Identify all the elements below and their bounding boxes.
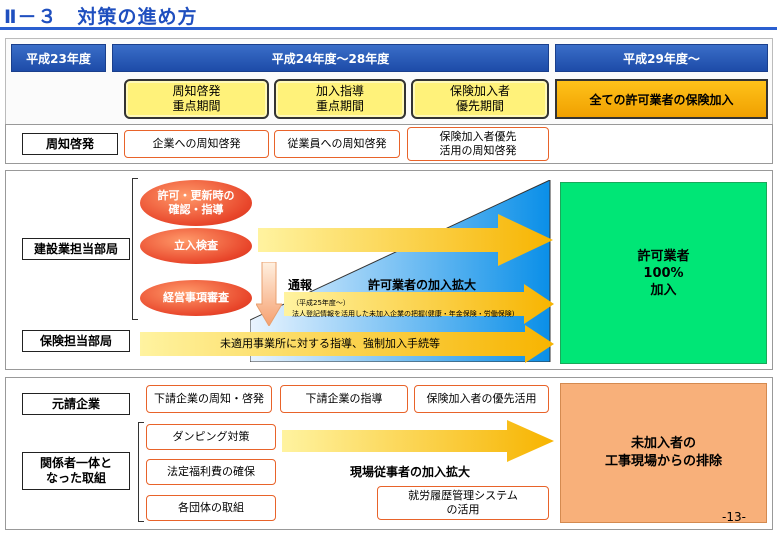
joint-bracket-line bbox=[138, 422, 144, 522]
arrow-inspection bbox=[258, 214, 553, 266]
notify-label: 通報 bbox=[288, 278, 313, 292]
green-line2: 100% bbox=[643, 265, 684, 281]
oval-management-review: 経営事項審査 bbox=[140, 280, 252, 316]
awareness-label: 周知啓発 bbox=[22, 133, 118, 155]
prime-item-priority: 保険加入者の優先活用 bbox=[414, 385, 549, 413]
awareness-item-employee: 従業員への周知啓発 bbox=[274, 130, 400, 158]
awareness-item-company: 企業への周知啓発 bbox=[124, 130, 269, 158]
construction-label: 建設業担当部局 bbox=[22, 238, 130, 260]
page-title: Ⅱ－３ 対策の進め方 bbox=[4, 6, 198, 28]
joint-label-line1: 関係者一体と bbox=[39, 456, 112, 470]
peach-line1: 未加入者の bbox=[630, 436, 696, 451]
prime-item-awareness: 下請企業の周知・啓発 bbox=[146, 385, 272, 413]
joint-item-groups: 各団体の取組 bbox=[146, 495, 276, 521]
registry-note-1: （平成25年度～） bbox=[292, 299, 350, 307]
result-exclusion: 未加入者の 工事現場からの排除 bbox=[560, 383, 767, 523]
goal-box: 全ての許可業者の保険加入 bbox=[555, 79, 768, 119]
awareness-line1: 保険加入者優先 bbox=[439, 130, 517, 143]
prime-item-guidance: 下請企業の指導 bbox=[280, 385, 408, 413]
insurance-label: 保険担当部局 bbox=[22, 330, 130, 352]
expansion-wedge bbox=[250, 180, 551, 362]
prime-label: 元請企業 bbox=[22, 393, 130, 415]
oval-line2: 確認・指導 bbox=[168, 203, 224, 216]
period-h23: 平成23年度 bbox=[11, 44, 106, 72]
arrow-registry bbox=[284, 284, 554, 324]
joint-item-dumping: ダンピング対策 bbox=[146, 424, 276, 450]
joint-item-welfare: 法定福利費の確保 bbox=[146, 459, 276, 485]
awareness-line2: 活用の周知啓発 bbox=[439, 144, 517, 157]
peach-line2: 工事現場からの排除 bbox=[604, 454, 722, 469]
page-number: -13- bbox=[722, 510, 746, 524]
joint-label-line2: なった取組 bbox=[45, 471, 106, 485]
joint-expansion-label: 現場従事者の加入拡大 bbox=[350, 465, 471, 479]
construction-expansion-label: 許可業者の加入拡大 bbox=[368, 278, 477, 292]
arrow-insurance bbox=[140, 325, 554, 363]
period-h29: 平成29年度～ bbox=[555, 44, 768, 72]
oval-line1: 許可・更新時の bbox=[157, 189, 235, 202]
green-line1: 許可業者 bbox=[637, 248, 690, 264]
phase-line2: 重点期間 bbox=[315, 99, 364, 113]
joint-label: 関係者一体と なった取組 bbox=[22, 452, 130, 490]
phase-priority: 保険加入者 優先期間 bbox=[411, 79, 549, 119]
phase-line2: 優先期間 bbox=[455, 99, 504, 113]
work-history-system: 就労履歴管理システム の活用 bbox=[377, 486, 549, 520]
green-line3: 加入 bbox=[650, 282, 677, 298]
system-line1: 就労履歴管理システム bbox=[408, 489, 518, 502]
insurance-arrow-text: 未適用事業所に対する指導、強制加入手続等 bbox=[220, 337, 440, 350]
bracket-line bbox=[132, 178, 138, 320]
phase-line1: 保険加入者 bbox=[449, 84, 510, 98]
phase-line2: 重点期間 bbox=[172, 99, 221, 113]
title-divider bbox=[0, 27, 777, 30]
period-h24-28: 平成24年度～28年度 bbox=[112, 44, 549, 72]
awareness-item-priority: 保険加入者優先 活用の周知啓発 bbox=[407, 127, 549, 161]
phase-awareness: 周知啓発 重点期間 bbox=[124, 79, 269, 119]
oval-inspection: 立入検査 bbox=[140, 228, 252, 264]
registry-note-2: 法人登記情報を活用した未加入企業の把握(健康・年金保険・労働保険) bbox=[292, 310, 515, 318]
oval-permit-check: 許可・更新時の 確認・指導 bbox=[140, 180, 252, 226]
result-permit-holders: 許可業者 100% 加入 bbox=[560, 182, 767, 364]
phase-line1: 周知啓発 bbox=[172, 84, 221, 98]
system-line2: の活用 bbox=[446, 503, 480, 516]
phase-line1: 加入指導 bbox=[315, 84, 364, 98]
phase-guidance: 加入指導 重点期間 bbox=[274, 79, 406, 119]
arrow-notify-down bbox=[256, 262, 282, 326]
arrow-site-workers bbox=[282, 420, 554, 462]
